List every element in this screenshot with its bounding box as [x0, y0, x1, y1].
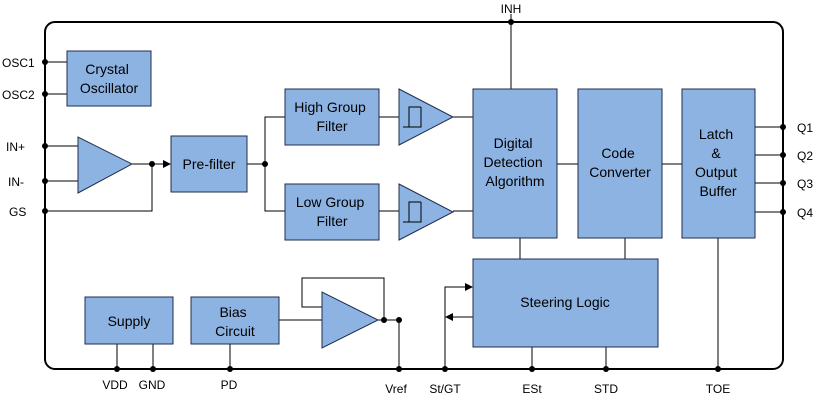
input-amplifier	[77, 136, 134, 194]
junctions	[42, 19, 786, 372]
steering-logic-label: Steering Logic	[520, 294, 610, 310]
low-group-filter-label: Low Group Filter	[296, 194, 368, 229]
pin-pd-label: PD	[221, 378, 238, 392]
pin-vref-label: Vref	[385, 382, 407, 396]
high-group-comparator	[398, 88, 455, 146]
pin-osc2-label: OSC2	[2, 88, 35, 102]
pin-q1-label: Q1	[797, 121, 813, 135]
pin-inh-label: INH	[501, 2, 522, 16]
pin-std-label: STD	[594, 382, 618, 396]
steering-logic-block	[472, 258, 659, 348]
pin-osc1-label: OSC1	[2, 56, 35, 70]
pin-q3-label: Q3	[797, 177, 813, 191]
pin-gs-label: GS	[9, 205, 26, 219]
pin-in-minus-label: IN-	[8, 175, 24, 189]
pin-in-plus-label: IN+	[6, 140, 25, 154]
pin-st-gt-label: St/GT	[429, 382, 461, 396]
wiring	[45, 14, 783, 369]
latch-output-buffer-block	[681, 88, 756, 239]
pin-vdd-label: VDD	[102, 378, 128, 392]
supply-label: Supply	[108, 313, 151, 329]
supply-block	[84, 296, 174, 345]
digital-detection-label: Digital Detection Algorithm	[483, 135, 546, 189]
high-group-filter-block	[284, 88, 380, 146]
digital-detection-block	[472, 88, 558, 239]
reference-buffer-amplifier	[321, 291, 380, 349]
pin-gnd-label: GND	[139, 378, 166, 392]
pin-q2-label: Q2	[797, 149, 813, 163]
crystal-oscillator-block	[66, 50, 152, 107]
pin-est-label: ESt	[522, 382, 542, 396]
high-group-filter-label: High Group Filter	[294, 99, 369, 134]
bias-circuit-label: Bias Circuit	[215, 304, 255, 339]
latch-output-buffer-label: Latch & Output Buffer	[695, 126, 741, 199]
low-group-comparator	[398, 183, 455, 241]
code-converter-label: Code Converter	[589, 145, 651, 180]
bias-circuit-block	[190, 296, 280, 345]
prefilter-block	[170, 135, 248, 193]
low-group-filter-block	[284, 183, 380, 241]
pin-q4-label: Q4	[797, 206, 813, 220]
prefilter-label: Pre-filter	[183, 156, 236, 172]
crystal-oscillator-label: Crystal Oscillator	[80, 61, 139, 96]
code-converter-block	[577, 88, 663, 239]
pin-toe-label: TOE	[706, 382, 730, 396]
